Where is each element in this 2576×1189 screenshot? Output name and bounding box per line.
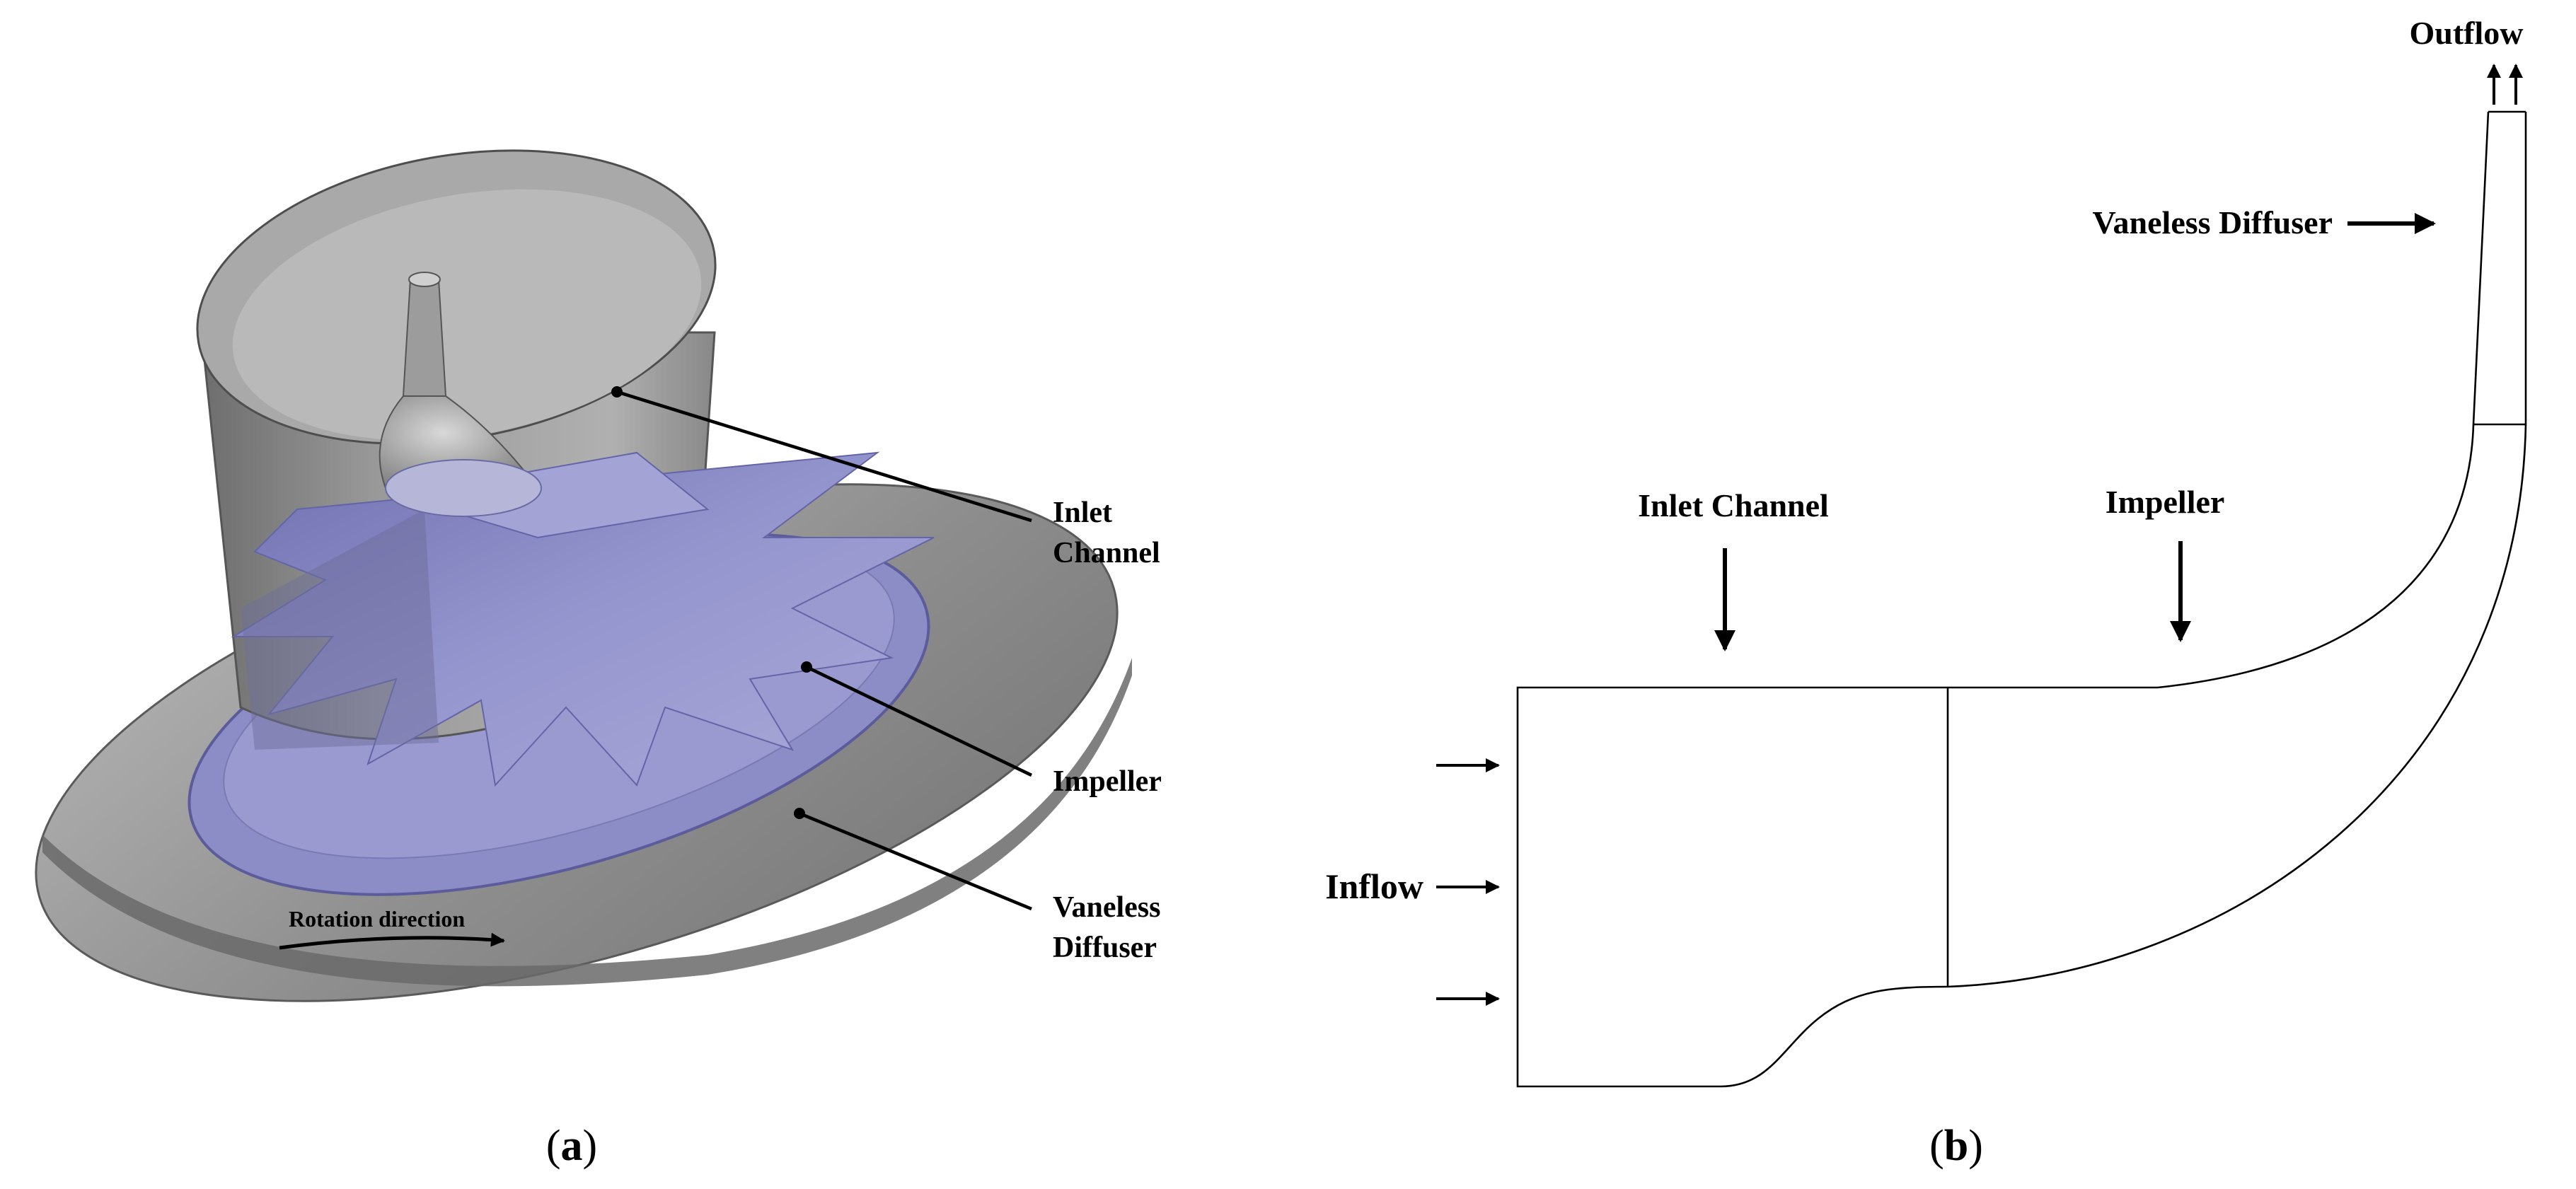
label-vaneless-diffuser-line2: Diffuser xyxy=(1053,932,1157,964)
impeller-hub xyxy=(1947,424,2527,988)
caption-a: (a) xyxy=(546,1122,597,1170)
hub-shaft xyxy=(402,279,447,397)
label-inlet-channel-b: Inlet Channel xyxy=(1638,487,1829,523)
panel-a-model xyxy=(35,149,1132,1002)
inlet-channel-outline xyxy=(1516,686,1948,1088)
impeller-shroud xyxy=(1948,424,2475,689)
hub-base xyxy=(385,459,542,517)
label-vaneless-diffuser-b: Vaneless Diffuser xyxy=(2093,204,2333,240)
label-inlet-channel-line1: Inlet xyxy=(1053,497,1112,529)
rotation-arrow xyxy=(279,932,505,950)
label-rotation-direction: Rotation direction xyxy=(289,906,465,932)
label-inlet-channel-line2: Channel xyxy=(1053,537,1160,569)
hub-shaft-top xyxy=(408,272,441,287)
diffuser-left-wall xyxy=(2472,111,2490,425)
label-impeller-a: Impeller xyxy=(1053,765,1162,798)
inlet-cylinder-inner-wall xyxy=(232,189,702,441)
label-outflow: Outflow xyxy=(2410,15,2524,51)
label-impeller-b: Impeller xyxy=(2106,484,2225,520)
label-vaneless-diffuser-line1: Vaneless xyxy=(1053,891,1160,924)
blade-shadow xyxy=(241,509,439,750)
panel-b-schematic xyxy=(1436,64,2527,1088)
caption-b: (b) xyxy=(1929,1122,1983,1170)
label-inflow: Inflow xyxy=(1325,866,1423,906)
